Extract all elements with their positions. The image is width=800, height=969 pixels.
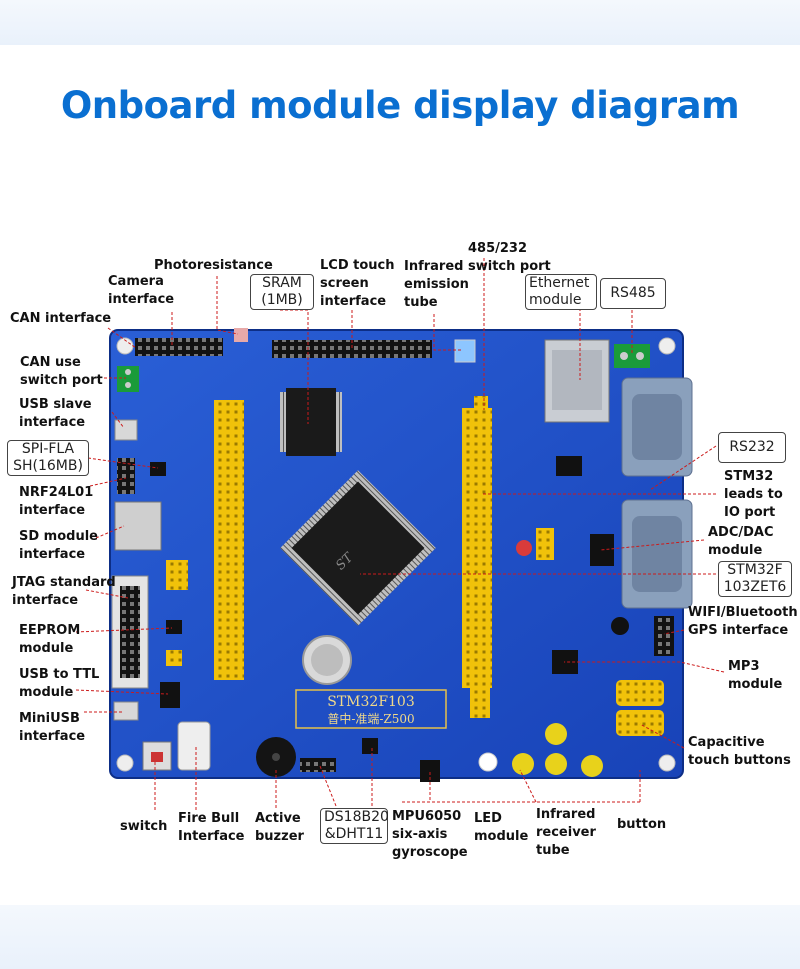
label-rs232: RS232: [718, 432, 786, 463]
leader-adc-dac: [599, 539, 705, 551]
mount-hole: [658, 337, 676, 355]
rs232-chip: [556, 456, 582, 476]
touch-pads-upper: [616, 680, 664, 706]
leader-infrared-tx: [433, 314, 462, 351]
lcd-header: [272, 340, 432, 358]
leader-usb-ttl: [75, 689, 169, 695]
label-stm32-leads: STM32 leads to IO port: [724, 469, 783, 520]
camera-header: [135, 338, 223, 356]
label-infrared-rx: Infrared receiver tube: [536, 807, 596, 858]
adc-jumpers: [536, 528, 554, 560]
label-lcd-touch: LCD touch screen interface: [320, 258, 395, 309]
push-button: [545, 723, 567, 745]
leader-usb-slave: [111, 411, 125, 429]
leader-spi-flash: [87, 457, 159, 469]
leader-nrf: [89, 477, 127, 487]
silkscreen-box: [295, 689, 447, 729]
usb-slave-port: [114, 419, 138, 441]
wifi-header: [654, 616, 674, 656]
label-infrared-switch: Infrared switch port emission tube: [404, 259, 551, 310]
right-pin-column: [462, 408, 492, 688]
leader-infrared-rx: [519, 769, 537, 803]
label-stm32f: STM32F 103ZET6: [718, 561, 792, 597]
label-adc-dac: ADC/DAC module: [708, 525, 774, 558]
push-button: [545, 753, 567, 775]
label-sram: SRAM (1MB): [250, 274, 314, 310]
label-mpu6050: MPU6050 six-axis gyroscope: [392, 809, 468, 860]
label-mp3: MP3 module: [728, 659, 783, 692]
leader-eeprom: [75, 627, 173, 633]
bottom-band: [0, 905, 800, 969]
fire-bull-connector: [177, 721, 211, 771]
ttl-chip: [160, 682, 180, 708]
label-usb-slave: USB slave interface: [19, 397, 92, 430]
label-miniusb: MiniUSB interface: [19, 711, 86, 744]
eeprom-chip: [166, 620, 182, 634]
leader-rs232: [649, 445, 717, 491]
label-jtag: JTAG standard interface: [12, 575, 116, 608]
push-button: [512, 753, 534, 775]
mpu6050-chip: [362, 738, 378, 754]
label-rs485: RS485: [600, 278, 666, 309]
silkscreen-sub: 普中-准端-Z500: [327, 711, 414, 726]
label-led: LED module: [474, 811, 529, 844]
label-can-switch: CAN use switch port: [20, 355, 103, 388]
led: [478, 752, 498, 772]
label-ethernet: Ethernet module: [525, 274, 597, 310]
label-eeprom: EEPROM module: [19, 623, 81, 656]
mcu-chip: ST: [280, 470, 436, 626]
left-pin-column: [214, 400, 244, 680]
label-button: button: [617, 817, 667, 832]
label-buzzer: Active buzzer: [255, 811, 304, 844]
label-spi-flash: SPI-FLA SH(16MB): [7, 440, 89, 476]
push-button: [581, 755, 603, 777]
crystal: [611, 617, 629, 635]
adc-potentiometer: [516, 540, 532, 556]
mount-hole: [658, 754, 676, 772]
leader-wifi: [663, 629, 685, 635]
label-photoresistance: Photoresistance: [154, 258, 273, 273]
leader-mp3: [564, 661, 725, 673]
sram-chip: [286, 388, 336, 456]
label-switch: switch: [120, 819, 168, 834]
power-switch: [142, 741, 172, 771]
label-can: CAN interface: [10, 311, 112, 326]
led-block: [420, 760, 440, 782]
spi-flash-chip: [150, 462, 166, 476]
silkscreen-main: STM32F103: [327, 694, 415, 710]
leader-photoresistance: [216, 276, 239, 335]
label-camera: Camera interface: [108, 274, 175, 307]
leader-sd: [95, 525, 125, 539]
page-title: Onboard module display diagram: [60, 84, 740, 127]
leader-jtag: [85, 589, 129, 599]
top-band: [0, 0, 800, 45]
touch-pads-lower: [616, 710, 664, 736]
left-jumper-block: [166, 560, 188, 590]
label-485-232: 485/232: [468, 241, 528, 256]
ds18b20-header: [300, 758, 336, 772]
infrared-emitter: [454, 339, 476, 363]
leader-can: [107, 327, 137, 349]
mount-hole: [116, 754, 134, 772]
label-wifi: WIFI/Bluetooth GPS interface: [688, 605, 798, 638]
can-terminal: [117, 366, 139, 392]
label-capacitive: Capacitive touch buttons: [688, 735, 791, 768]
label-usb-ttl: USB to TTL module: [19, 667, 100, 700]
nrf-header: [117, 458, 135, 494]
miniusb-port: [113, 701, 139, 721]
label-fire-bull: Fire Bull Interface: [178, 811, 245, 844]
photoresistor: [234, 328, 248, 342]
label-ds18b20: DS18B20 &DHT11: [320, 808, 389, 844]
label-nrf: NRF24L01 interface: [19, 485, 94, 518]
label-sd: SD module interface: [19, 529, 98, 562]
leader-sram: [280, 309, 309, 424]
leader-ds18b20: [319, 765, 337, 807]
sd-slot: [114, 501, 162, 551]
leader-capacitive: [639, 723, 685, 749]
